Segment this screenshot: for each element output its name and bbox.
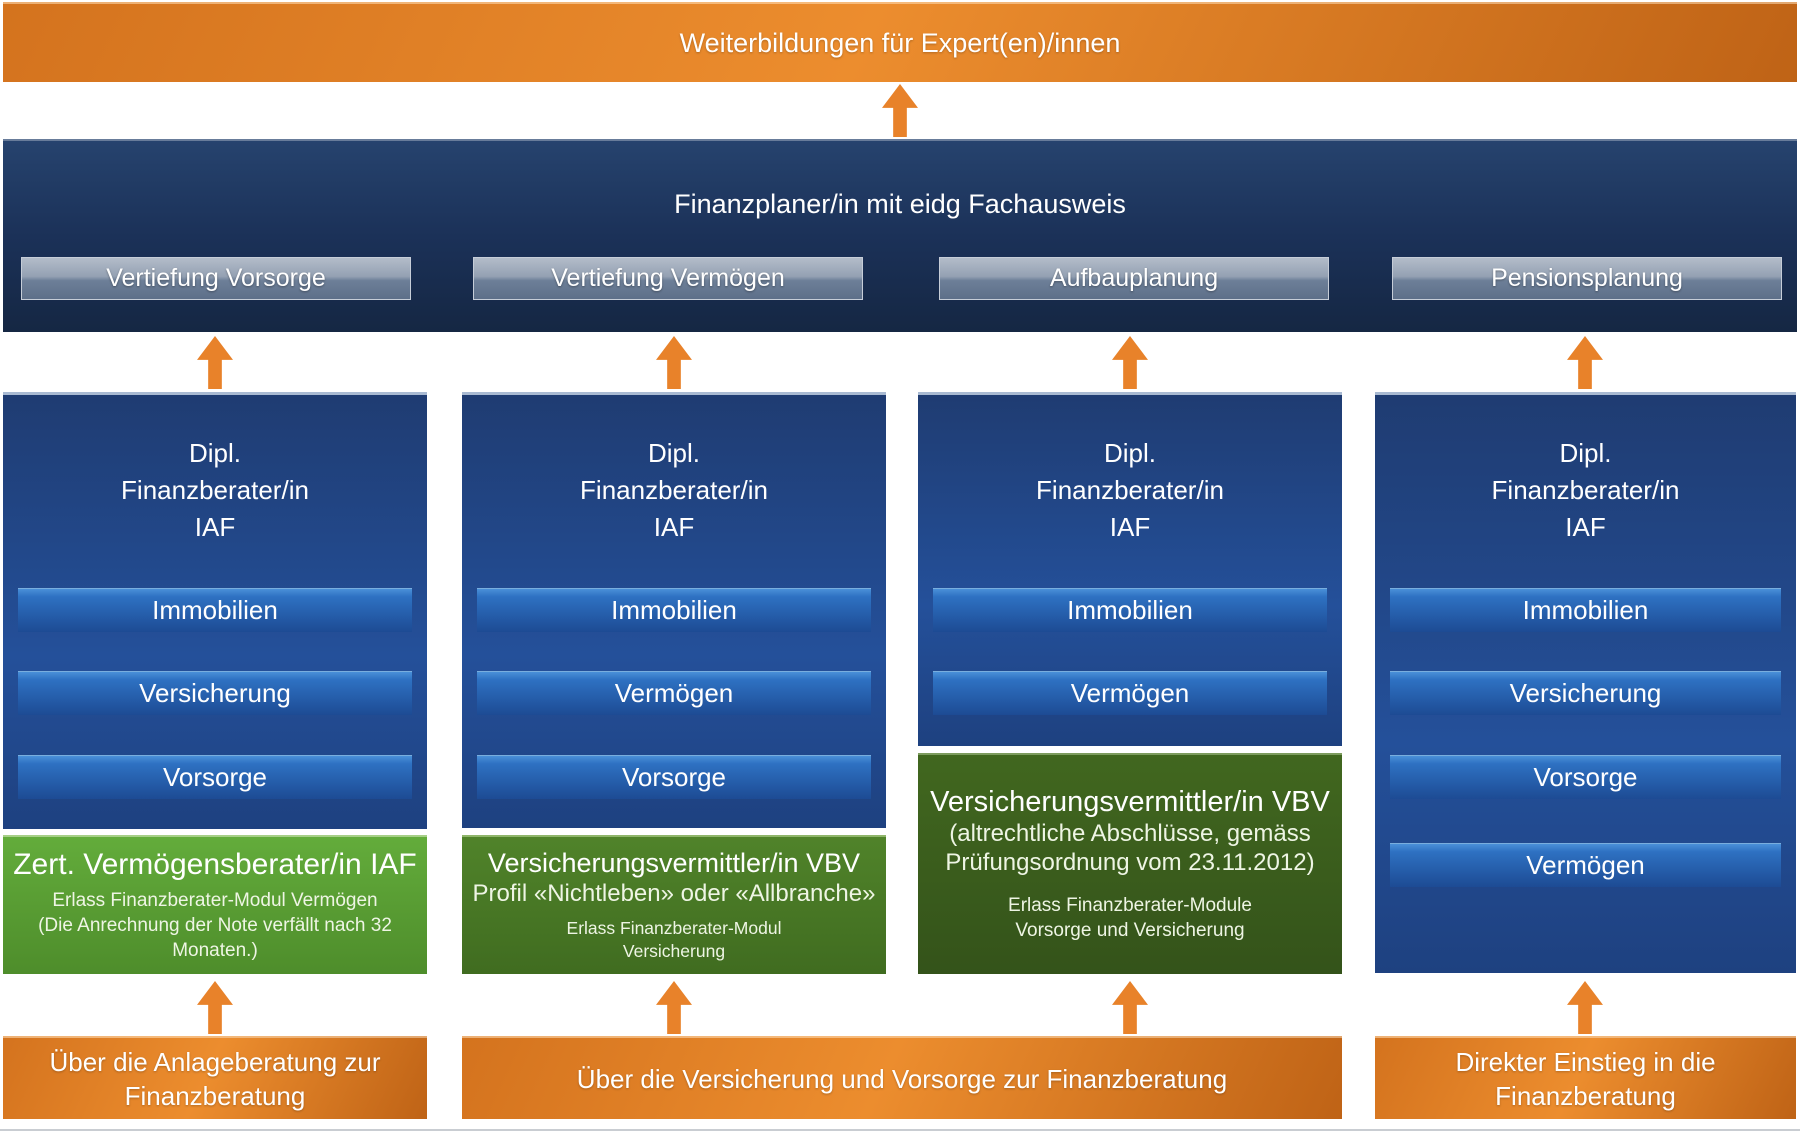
module-pill: Vermögen	[933, 671, 1327, 715]
module-label: Vorsorge	[621, 762, 727, 792]
diploma-box-col2: Dipl. Finanzberater/in IAF Immobilien Ve…	[462, 392, 886, 828]
module-pill: Vermögen	[477, 671, 871, 715]
module-aufbauplanung: Aufbauplanung	[939, 257, 1329, 300]
module-label: Vermögen	[1070, 678, 1190, 708]
entry-banner-direkter-einstieg: Direkter Einstieg in die Finanzberatung	[1375, 1036, 1796, 1119]
module-pill: Immobilien	[1390, 588, 1781, 632]
top-banner-label: Weiterbildungen für Expert(en)/innen	[679, 27, 1121, 58]
module-label: Vertiefung Vorsorge	[106, 264, 326, 292]
up-arrow-icon	[197, 981, 233, 1034]
entry-banner-label: Über die Versicherung und Vorsorge zur F…	[576, 1063, 1228, 1094]
entry-banner-label: Direkter Einstieg in die Finanzberatung	[1455, 1046, 1716, 1111]
entry-banner-label: Über die Anlageberatung zur Finanzberatu…	[49, 1046, 381, 1111]
diploma-box-col4: Dipl. Finanzberater/in IAF Immobilien Ve…	[1375, 392, 1796, 973]
cert-title: Versicherungsvermittler/in VBV	[930, 786, 1330, 818]
diploma-title: Dipl. Finanzberater/in IAF	[580, 438, 768, 542]
up-arrow-icon	[1112, 336, 1148, 389]
module-pill: Immobilien	[933, 588, 1327, 632]
module-label: Immobilien	[1067, 595, 1193, 625]
module-label: Vermögen	[614, 678, 734, 708]
module-pill: Immobilien	[18, 588, 412, 632]
module-pill: Versicherung	[18, 671, 412, 715]
top-banner: Weiterbildungen für Expert(en)/innen	[3, 2, 1797, 82]
module-label: Immobilien	[152, 595, 278, 625]
module-pill: Vorsorge	[477, 755, 871, 799]
finanzplaner-box: Finanzplaner/in mit eidg Fachausweis Ver…	[3, 139, 1797, 332]
cert-notes: Erlass Finanzberater-Modul Versicherung	[566, 918, 782, 961]
cert-subtitle: (altrechtliche Abschlüsse, gemäss Prüfun…	[945, 820, 1315, 876]
cert-subtitle: Profil «Nichtleben» oder «Allbranche»	[472, 880, 876, 907]
cert-box-col2: Versicherungsvermittler/in VBV Profil «N…	[462, 835, 886, 974]
module-pill: Vermögen	[1390, 843, 1781, 887]
module-label: Immobilien	[1522, 595, 1649, 625]
up-arrow-icon	[656, 336, 692, 389]
diploma-title: Dipl. Finanzberater/in IAF	[1491, 438, 1680, 542]
up-arrow-icon	[1567, 981, 1603, 1034]
up-arrow-icon	[197, 336, 233, 389]
diploma-box-col3: Dipl. Finanzberater/in IAF Immobilien Ve…	[918, 392, 1342, 746]
finanzplaner-title: Finanzplaner/in mit eidg Fachausweis	[674, 189, 1126, 219]
cert-notes: Erlass Finanzberater-Modul Vermögen (Die…	[38, 890, 392, 961]
module-label: Pensionsplanung	[1491, 264, 1683, 292]
module-pill: Versicherung	[1390, 671, 1781, 715]
diploma-title: Dipl. Finanzberater/in IAF	[1036, 438, 1224, 542]
entry-banner-anlageberatung: Über die Anlageberatung zur Finanzberatu…	[3, 1036, 427, 1119]
module-label: Versicherung	[139, 678, 291, 708]
module-label: Vorsorge	[1533, 762, 1638, 792]
module-vertiefung-vermoegen: Vertiefung Vermögen	[473, 257, 863, 300]
module-pill: Vorsorge	[18, 755, 412, 799]
up-arrow-icon	[1112, 981, 1148, 1034]
cert-notes: Erlass Finanzberater-Module Vorsorge und…	[1008, 895, 1252, 941]
module-label: Versicherung	[1509, 678, 1662, 708]
cert-title: Zert. Vermögensberater/in IAF	[13, 848, 417, 881]
module-label: Vermögen	[1526, 850, 1645, 880]
diploma-box-col1: Dipl. Finanzberater/in IAF Immobilien Ve…	[3, 392, 427, 829]
module-vertiefung-vorsorge: Vertiefung Vorsorge	[21, 257, 411, 300]
module-label: Vertiefung Vermögen	[551, 264, 785, 292]
cert-box-col3: Versicherungsvermittler/in VBV (altrecht…	[918, 753, 1342, 974]
up-arrow-icon	[656, 981, 692, 1034]
up-arrow-icon	[882, 84, 918, 137]
module-label: Vorsorge	[162, 762, 268, 792]
cert-title: Versicherungsvermittler/in VBV	[487, 848, 861, 878]
diploma-title: Dipl. Finanzberater/in IAF	[121, 438, 309, 542]
entry-banner-versicherung-vorsorge: Über die Versicherung und Vorsorge zur F…	[462, 1036, 1342, 1119]
up-arrow-icon	[1567, 336, 1603, 389]
cert-box-col1: Zert. Vermögensberater/in IAF Erlass Fin…	[3, 835, 427, 974]
module-label: Immobilien	[611, 595, 737, 625]
module-pensionsplanung: Pensionsplanung	[1392, 257, 1782, 300]
module-label: Aufbauplanung	[1049, 264, 1219, 292]
module-pill: Vorsorge	[1390, 755, 1781, 799]
module-pill: Immobilien	[477, 588, 871, 632]
